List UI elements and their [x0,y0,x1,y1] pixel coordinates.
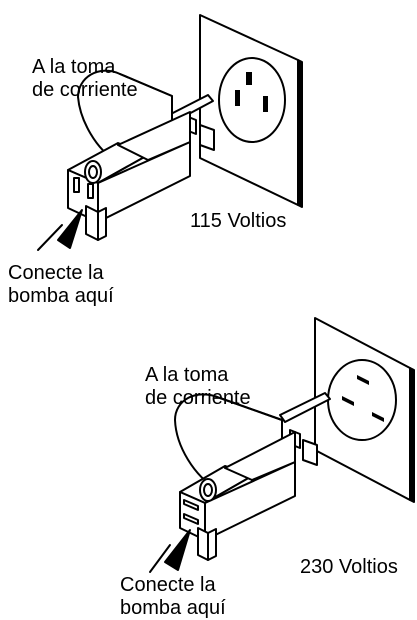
top-arrow [37,209,83,251]
top-connect-label-line2: bomba aquí [8,285,114,307]
top-connect-label: Conecte la bomba aquí [8,262,114,308]
top-wall-outlet [199,14,303,208]
bottom-outlet-label-line1: A la toma [145,364,229,386]
bottom-arrow [149,529,191,573]
top-outlet-label: A la toma de corriente [32,56,138,102]
bottom-connect-label-line2: bomba aquí [120,597,226,619]
bottom-voltage-label: 230 Voltios [300,556,398,578]
top-voltage-label: 115 Voltios [190,210,287,232]
bottom-connect-label: Conecte la bomba aquí [120,574,226,620]
bottom-connect-label-line1: Conecte la [120,574,216,596]
top-outlet-label-line1: A la toma [32,56,116,78]
top-outlet-label-line2: de corriente [32,79,138,101]
top-adapter-body [67,69,191,241]
bottom-outlet-label-line2: de corriente [145,387,251,409]
top-connect-label-line1: Conecte la [8,262,104,284]
bottom-adapter-body [174,393,296,561]
bottom-outlet-label: A la toma de corriente [145,364,251,410]
bottom-wall-outlet [314,317,415,503]
